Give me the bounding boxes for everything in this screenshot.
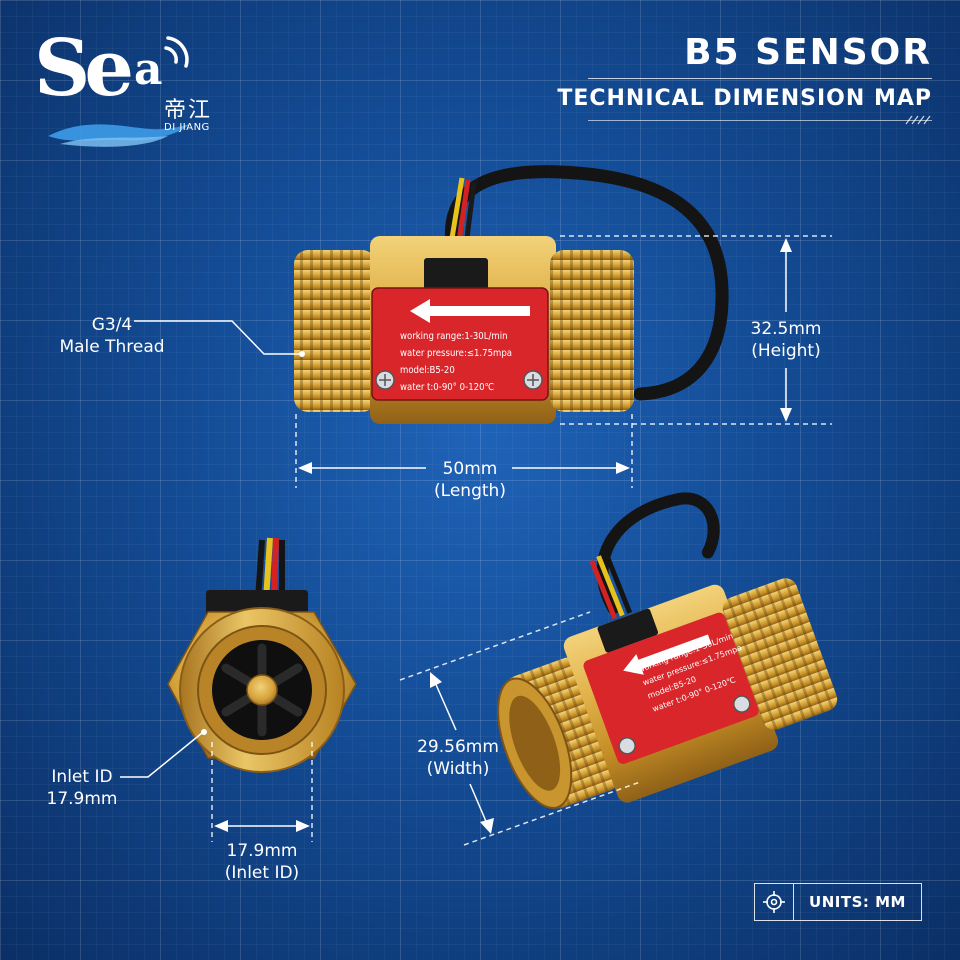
units-label: UNITS: MM	[809, 893, 906, 911]
height-label: 32.5mm (Height)	[736, 318, 836, 362]
logo-chinese: 帝江	[164, 98, 213, 123]
width-note: (Width)	[426, 759, 490, 779]
brand-logo: Se a 帝江 DI JIANG	[34, 30, 224, 150]
thread-label: G3/4 Male Thread	[50, 314, 174, 358]
inlet-value: 17.9mm	[226, 841, 298, 861]
plate-line-3: model:B5-20	[400, 365, 455, 376]
plate-line-4: water t:0-90° 0-120℃	[400, 382, 495, 393]
height-note: (Height)	[751, 341, 821, 361]
sensor-angled-view	[497, 492, 838, 809]
height-value: 32.5mm	[750, 319, 822, 339]
width-label: 29.56mm (Width)	[404, 736, 512, 780]
logo-english: DI JIANG	[164, 122, 210, 133]
inlet-leader-label: Inlet ID 17.9mm	[32, 766, 132, 810]
title-divider	[588, 78, 932, 79]
width-value: 29.56mm	[417, 737, 499, 757]
length-value: 50mm	[442, 459, 498, 479]
thread-label-line2: Male Thread	[59, 337, 165, 357]
plate-line-2: water pressure:≤1.75mpa	[400, 348, 512, 359]
subtitle-divider	[588, 120, 932, 121]
length-label: 50mm (Length)	[420, 458, 520, 502]
page-title: B5 SENSOR	[684, 32, 932, 73]
logo-text-a: a	[134, 44, 163, 95]
inlet-leader-line1: Inlet ID	[51, 767, 113, 787]
sensor-front-view	[167, 537, 357, 773]
units-box: UNITS: MM	[754, 883, 922, 921]
page-subtitle: TECHNICAL DIMENSION MAP	[557, 86, 932, 111]
inlet-leader-line2: 17.9mm	[46, 789, 118, 809]
plate-line-1: working range:1-30L/min	[400, 331, 508, 342]
sensor-side-view	[294, 165, 729, 424]
sensor-plate-text: working range:1-30L/min water pressure:≤…	[400, 328, 546, 396]
inlet-label: 17.9mm (Inlet ID)	[206, 840, 318, 884]
logo-text: Se	[34, 23, 134, 114]
length-note: (Length)	[434, 481, 506, 501]
inlet-note: (Inlet ID)	[224, 863, 300, 883]
crosshair-icon	[755, 884, 794, 920]
thread-label-line1: G3/4	[91, 315, 133, 335]
